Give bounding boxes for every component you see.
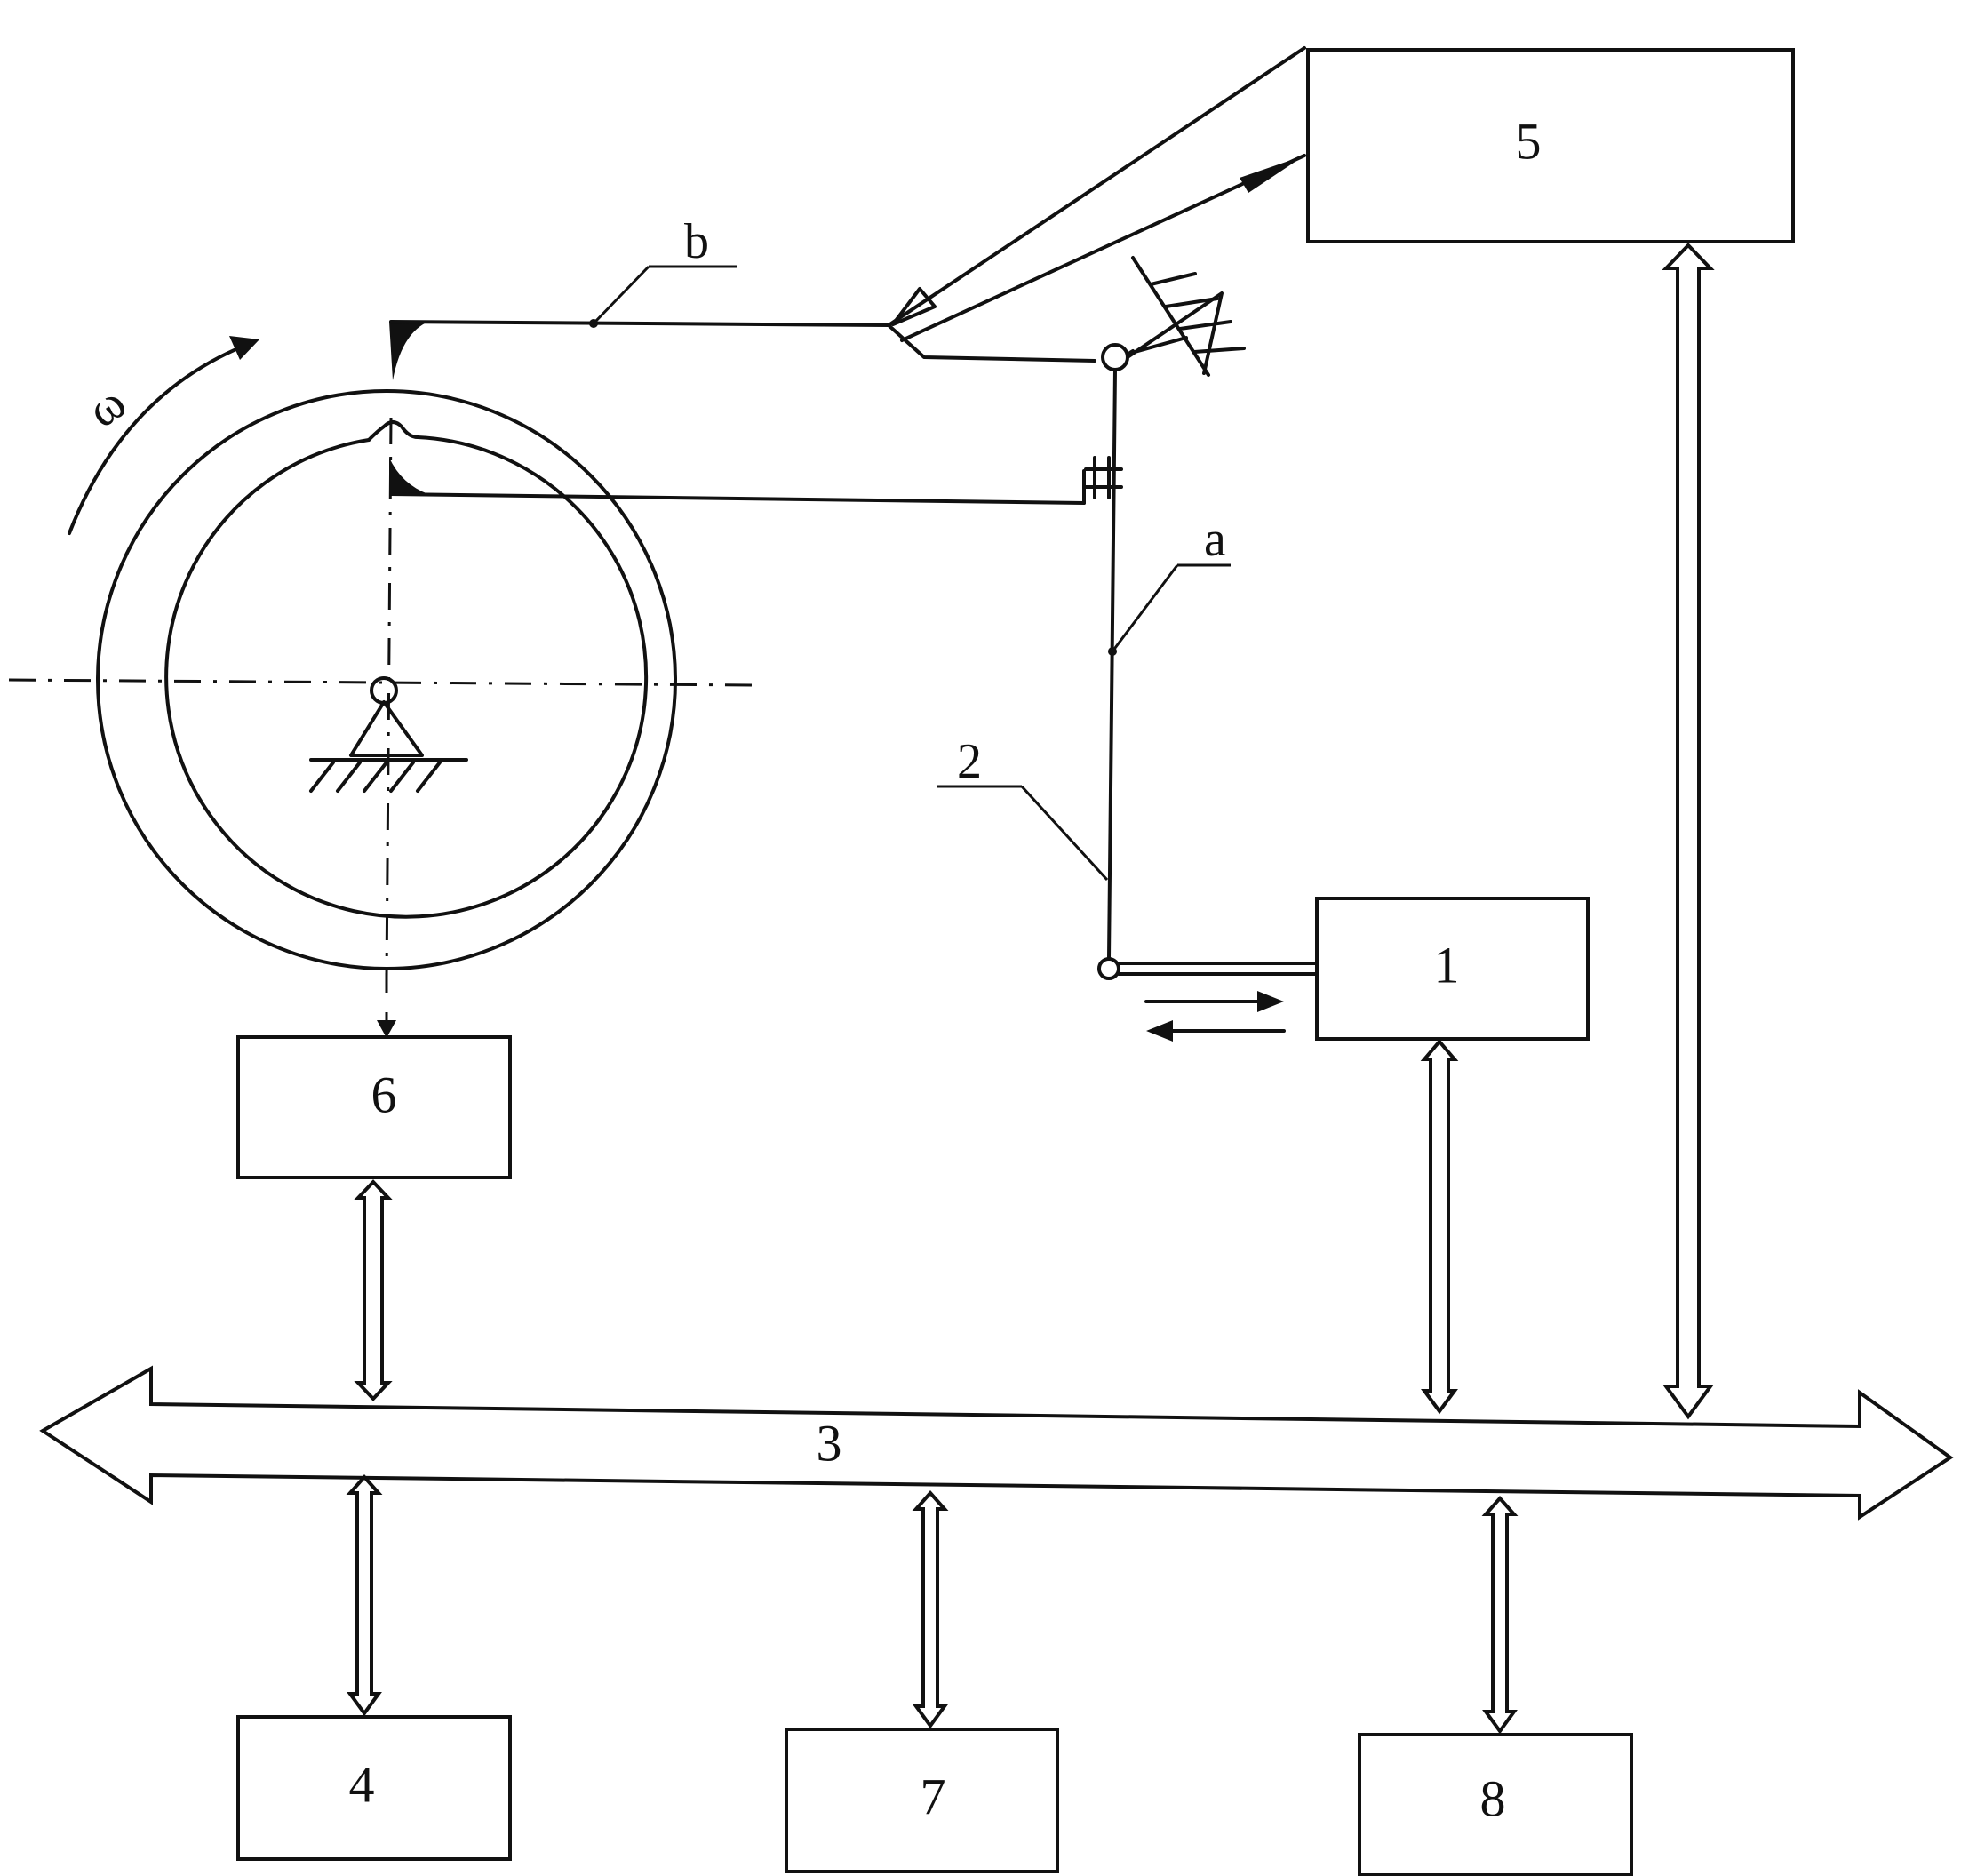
motion-arrowhead-right bbox=[1257, 991, 1284, 1012]
block-8: 8 bbox=[1359, 1735, 1631, 1875]
connector-bus-7 bbox=[916, 1493, 945, 1726]
connector-1-bus bbox=[1424, 1042, 1455, 1411]
upper-arm: b bbox=[389, 214, 1095, 380]
vertical-center-line bbox=[387, 418, 391, 978]
lever-bottom-joint bbox=[1099, 959, 1119, 978]
optical-path bbox=[889, 48, 1304, 340]
block-7: 7 bbox=[786, 1729, 1057, 1872]
connector-6-bus bbox=[358, 1182, 388, 1399]
block-1-label: 1 bbox=[1434, 936, 1460, 994]
block-4-label: 4 bbox=[349, 1755, 375, 1813]
bus-3-label: 3 bbox=[817, 1414, 842, 1472]
bus-arrow-outline bbox=[43, 1369, 1950, 1517]
rotation-arrowhead bbox=[229, 336, 259, 360]
connector-bus-8 bbox=[1486, 1498, 1514, 1731]
drum-notch bbox=[369, 422, 418, 440]
upper-arm-line bbox=[391, 322, 889, 325]
beam-return-arrowhead bbox=[1240, 156, 1304, 193]
block-7-label: 7 bbox=[921, 1768, 946, 1825]
connector-bus-4 bbox=[350, 1477, 379, 1713]
block-6: 6 bbox=[238, 1037, 510, 1177]
point-b-label: b bbox=[684, 214, 709, 269]
pivot-circle bbox=[1103, 345, 1128, 370]
horizontal-center-line bbox=[9, 680, 755, 685]
block-8-label: 8 bbox=[1480, 1769, 1506, 1827]
drum-inner-ring bbox=[166, 437, 646, 917]
rotation-arc bbox=[69, 342, 253, 533]
block-4: 4 bbox=[238, 1717, 510, 1859]
drum bbox=[9, 391, 755, 1038]
block-5: 5 bbox=[1308, 50, 1793, 242]
ground-hatching bbox=[311, 762, 440, 791]
vertical-lever: a 2 bbox=[937, 370, 1317, 1042]
block-6-label: 6 bbox=[371, 1066, 397, 1123]
point-a-leader bbox=[1112, 565, 1177, 651]
bus-3: 3 bbox=[43, 1369, 1950, 1517]
lever-pivot bbox=[1103, 258, 1244, 375]
upper-contact-tip bbox=[389, 322, 428, 380]
omega-label: ω bbox=[77, 375, 136, 439]
block-5-label: 5 bbox=[1516, 112, 1542, 170]
support-plate bbox=[1133, 258, 1208, 375]
drum-support-triangle bbox=[351, 702, 422, 755]
lower-arm-line bbox=[391, 494, 1084, 503]
motion-arrowhead-left bbox=[1146, 1020, 1173, 1042]
support-hatching bbox=[1151, 274, 1244, 352]
point-a-label: a bbox=[1204, 512, 1226, 567]
lower-contact-tip bbox=[389, 458, 428, 494]
lower-arm bbox=[389, 458, 1121, 503]
drum-pivot bbox=[371, 678, 396, 703]
lever-2-leader bbox=[1022, 786, 1107, 880]
connector-5-bus bbox=[1666, 245, 1710, 1417]
block-1: 1 bbox=[1317, 898, 1588, 1039]
beam-outgoing bbox=[889, 48, 1304, 325]
point-b-leader bbox=[594, 267, 649, 323]
lever-2-label: 2 bbox=[957, 734, 982, 789]
